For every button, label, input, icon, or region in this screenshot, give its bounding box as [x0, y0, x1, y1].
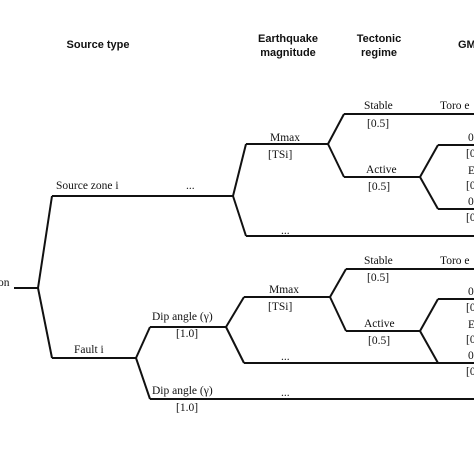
- source-zone-stable-weight: [0.5]: [367, 118, 389, 130]
- source-zone-gmpe-leaf: [0: [466, 180, 474, 192]
- fault-gmpe-leaf: [0: [466, 366, 474, 378]
- fault-dip2-weight: [1.0]: [176, 402, 198, 414]
- fault-branch-ellipsis: ...: [281, 351, 290, 363]
- fault-mmax-weight: [TSi]: [268, 301, 292, 313]
- source-zone-branch-ellipsis: ...: [281, 225, 290, 237]
- header-tectonic-line1: Tectonic: [357, 33, 401, 45]
- source-zone-stable-label: Stable: [364, 100, 393, 112]
- fault-stable-weight: [0.5]: [367, 272, 389, 284]
- fault-stable-label: Stable: [364, 255, 393, 267]
- fault-dip1-label: Dip angle (γ): [152, 311, 213, 323]
- fault-dip2-ellipsis: ...: [281, 387, 290, 399]
- source-zone-stable-gmpe: Toro e: [440, 100, 470, 112]
- header-source-type: Source type: [67, 39, 130, 51]
- fault-dip2-label: Dip angle (γ): [152, 385, 213, 397]
- header-magnitude-line2: magnitude: [260, 47, 316, 59]
- fault-stable-gmpe: Toro e: [440, 255, 470, 267]
- fault-label: Fault i: [74, 344, 104, 356]
- fault-edges: [52, 268, 474, 400]
- source-zone-active-weight: [0.5]: [368, 181, 390, 193]
- fault-active-weight: [0.5]: [368, 335, 390, 347]
- source-zone-gmpe-leaf: 0: [468, 132, 474, 144]
- header-tectonic-line2: regime: [361, 47, 397, 59]
- fault-gmpe-leaf: E: [468, 319, 474, 331]
- source-zone-mmax-weight: [TSi]: [268, 149, 292, 161]
- source-zone-label: Source zone i: [56, 180, 119, 192]
- fault-mmax-label: Mmax: [269, 284, 299, 296]
- source-zone-gmpe-leaf: E: [468, 165, 474, 177]
- root-edges: [14, 195, 53, 359]
- header-gmpe: GM: [458, 39, 474, 51]
- fault-gmpe-leaf: 0: [468, 286, 474, 298]
- root-label: on: [0, 277, 10, 289]
- source-zone-gmpe-leaf: 0: [468, 196, 474, 208]
- fault-gmpe-leaf: [0: [466, 334, 474, 346]
- fault-dip1-weight: [1.0]: [176, 328, 198, 340]
- fault-gmpe-leaf: [0: [466, 302, 474, 314]
- header-magnitude-line1: Earthquake: [258, 33, 318, 45]
- source-zone-active-label: Active: [366, 164, 397, 176]
- fault-gmpe-leaf: 0: [468, 350, 474, 362]
- fault-active-label: Active: [364, 318, 395, 330]
- source-zone-ellipsis: ...: [186, 180, 195, 192]
- source-zone-gmpe-leaf: [0: [466, 148, 474, 160]
- source-zone-edges: [52, 113, 474, 237]
- source-zone-mmax-label: Mmax: [270, 132, 300, 144]
- source-zone-gmpe-leaf: [0: [466, 212, 474, 224]
